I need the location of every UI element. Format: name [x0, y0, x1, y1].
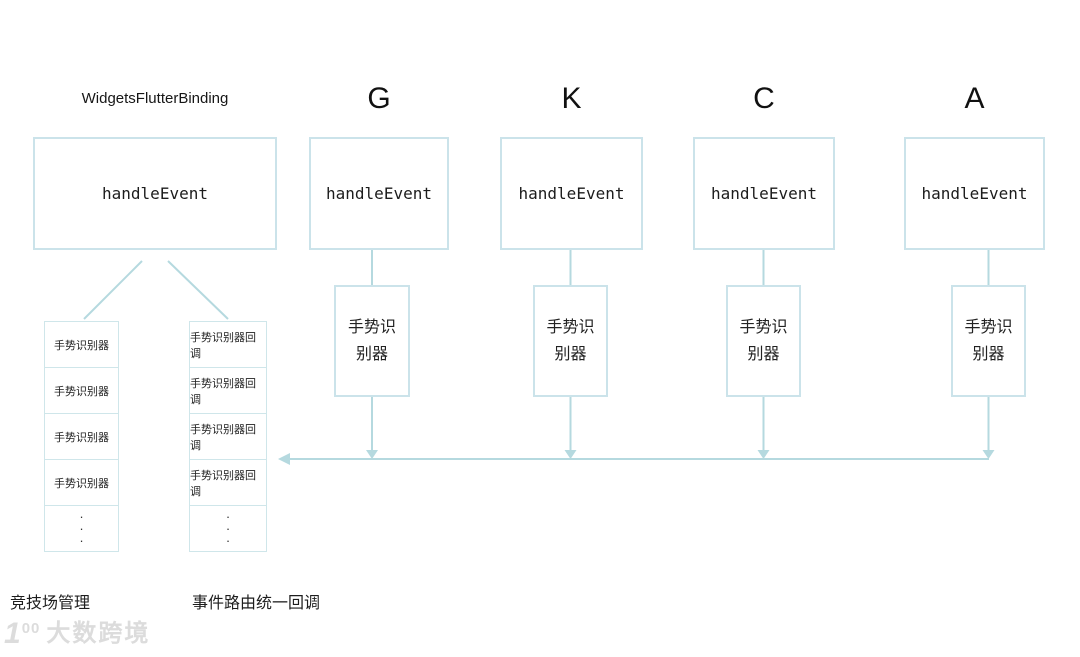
column-letter-c: C	[753, 82, 775, 115]
list-item: 手势识别器	[44, 459, 119, 506]
watermark-text: 大数跨境	[46, 620, 151, 647]
callback-caption: 事件路由统一回调	[192, 595, 321, 612]
gesture-recognizer-label: 手势识 别器	[347, 319, 396, 363]
diagonal-to-arena-list	[83, 260, 143, 320]
handle-event-box-main: handleEvent	[33, 137, 277, 250]
column-letter-k: K	[561, 82, 582, 115]
diagonal-to-callback-list	[167, 260, 229, 320]
list-item: 手势识别器	[44, 413, 119, 460]
gesture-recognizer-box-a: 手势识 别器	[951, 285, 1026, 397]
watermark-logo-icon: 1	[4, 617, 21, 650]
arrowhead-down-g	[366, 450, 378, 459]
list-item: 手势识别器	[44, 367, 119, 414]
callback-list: 手势识别器回调 手势识别器回调 手势识别器回调 手势识别器回调 · · ·	[189, 321, 267, 552]
widgets-flutter-binding-title: WidgetsFlutterBinding	[81, 90, 229, 107]
list-item: 手势识别器回调	[189, 367, 267, 414]
arrowhead-down-a	[982, 450, 995, 459]
watermark-logo-icon: 00	[21, 620, 41, 637]
handle-event-box-g: handleEvent	[309, 137, 449, 250]
list-item: 手势识别器回调	[189, 413, 267, 460]
handle-event-label: handleEvent	[102, 184, 208, 203]
handle-event-box-k: handleEvent	[500, 137, 643, 250]
arena-list: 手势识别器 手势识别器 手势识别器 手势识别器 · · ·	[44, 321, 119, 552]
gesture-recognizer-box-c: 手势识 别器	[726, 285, 801, 397]
list-item: 手势识别器	[44, 321, 119, 368]
gesture-recognizer-label: 手势识 别器	[546, 319, 595, 363]
arrowhead-down-k	[564, 450, 577, 459]
column-letter-a: A	[964, 82, 985, 115]
arena-caption: 竞技场管理	[10, 595, 91, 612]
gesture-recognizer-label: 手势识 别器	[964, 319, 1013, 363]
gesture-recognizer-box-g: 手势识 别器	[334, 285, 410, 397]
handle-event-box-a: handleEvent	[904, 137, 1045, 250]
arrowhead-down-c	[757, 450, 770, 459]
ellipsis-cell: · · ·	[44, 505, 119, 552]
arrowhead-left-bus	[278, 453, 290, 465]
watermark: 1 00 大数跨境	[4, 619, 150, 649]
handle-event-label: handleEvent	[326, 184, 432, 203]
list-item: 手势识别器回调	[189, 459, 267, 506]
ellipsis-cell: · · ·	[189, 505, 267, 552]
list-item: 手势识别器回调	[189, 321, 267, 368]
column-letter-g: G	[367, 82, 391, 115]
handle-event-label: handleEvent	[711, 184, 817, 203]
handle-event-label: handleEvent	[518, 184, 625, 203]
gesture-recognizer-label: 手势识 别器	[739, 319, 788, 363]
handle-event-label: handleEvent	[921, 184, 1028, 203]
handle-event-box-c: handleEvent	[693, 137, 835, 250]
gesture-recognizer-box-k: 手势识 别器	[533, 285, 608, 397]
